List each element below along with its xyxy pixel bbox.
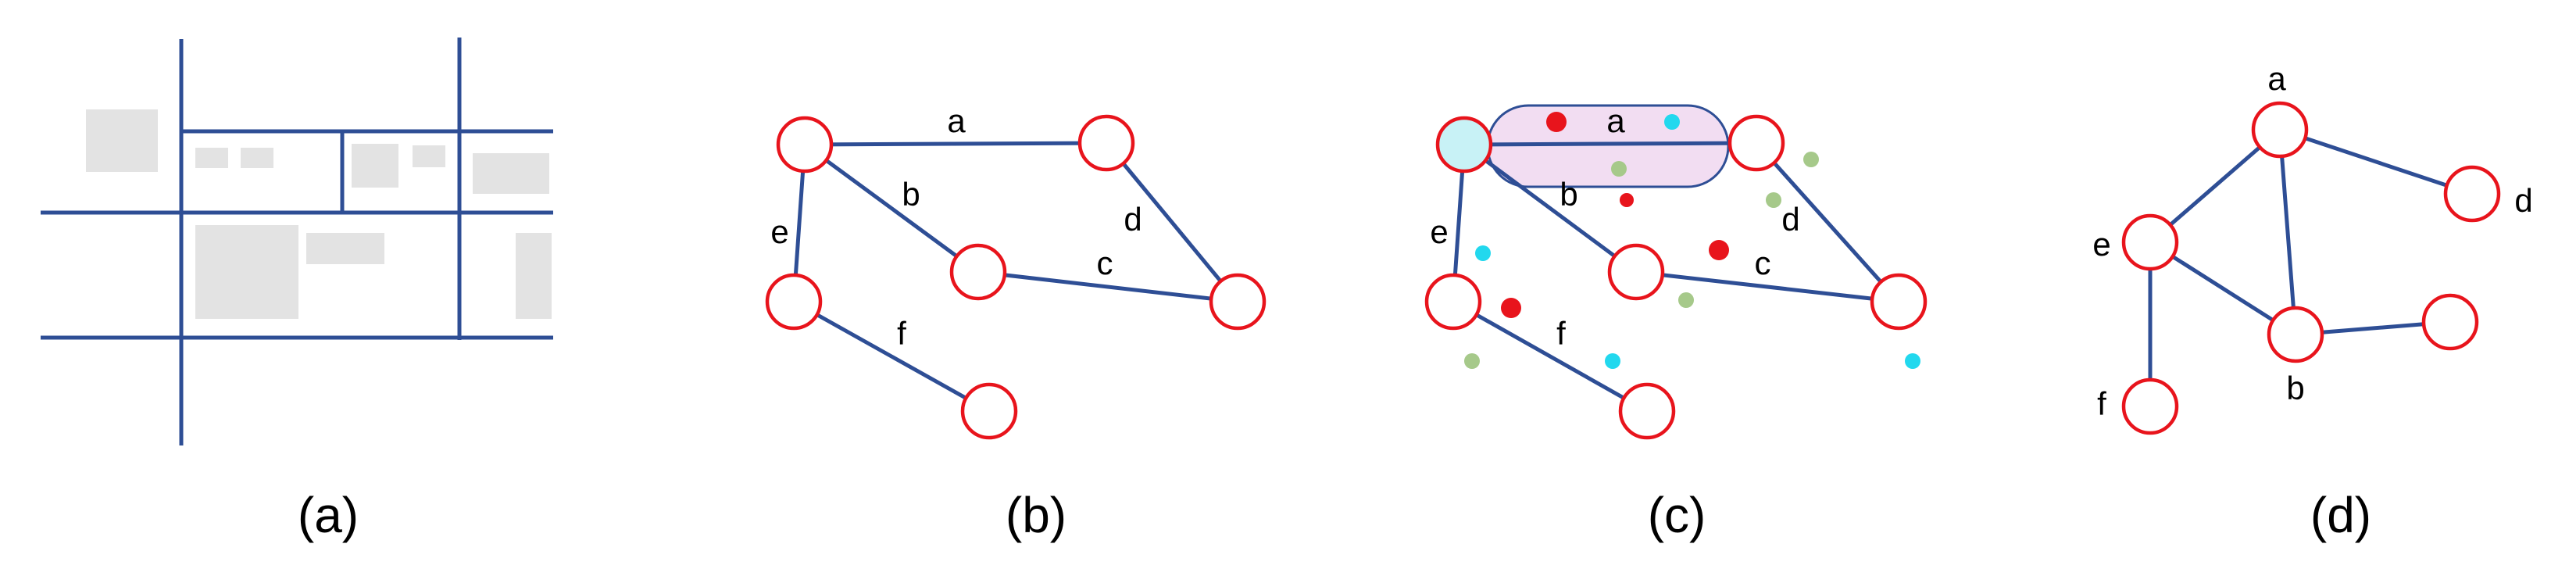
- edge-b: [802, 142, 981, 274]
- edge-label-b: b: [1560, 176, 1577, 213]
- graph-node: [2421, 293, 2479, 351]
- edge-b: [1462, 142, 1638, 274]
- graph-node: [1209, 273, 1267, 331]
- building-block: [241, 148, 273, 168]
- edge-label-d: d: [1781, 201, 1799, 238]
- cyan-point: [1664, 114, 1680, 130]
- caption-a: (a): [298, 487, 359, 543]
- edge-label-c: c: [1097, 245, 1113, 281]
- graph-node: [776, 116, 834, 174]
- red-point: [1501, 298, 1521, 318]
- edge-label-e: e: [770, 213, 788, 250]
- graph-node: [1727, 114, 1785, 172]
- edge-label-c: c: [1755, 245, 1771, 281]
- panel-a-road-map: [41, 38, 553, 445]
- caption-c: (c): [1648, 487, 1706, 543]
- panel-d-graph: a d e b f: [2092, 60, 2533, 435]
- building-block: [352, 144, 398, 188]
- red-point: [1620, 193, 1634, 207]
- panel-b-graph: a b c d e f: [765, 102, 1267, 440]
- edge-label-f: f: [1556, 315, 1566, 352]
- edge: [2148, 127, 2282, 245]
- cyan-point: [1905, 353, 1920, 369]
- green-point: [1803, 152, 1819, 167]
- building-block: [413, 145, 445, 167]
- edge: [2278, 127, 2474, 196]
- building-block: [516, 233, 552, 319]
- edge-label-b: b: [902, 176, 920, 213]
- node-label-b: b: [2286, 370, 2304, 406]
- node-label-a: a: [2267, 60, 2286, 97]
- node-label-d: d: [2514, 182, 2532, 219]
- edge: [2278, 127, 2298, 337]
- edge-f: [791, 299, 991, 413]
- building-block: [306, 233, 384, 264]
- red-point: [1709, 240, 1729, 260]
- edge-d: [1754, 141, 1901, 304]
- cyan-point: [1605, 353, 1620, 369]
- edge-a: [1462, 141, 1759, 147]
- building-block: [473, 153, 549, 194]
- edge-label-a: a: [1606, 102, 1625, 139]
- graph-node-d: [2443, 165, 2501, 223]
- green-point: [1611, 161, 1627, 177]
- red-point: [1546, 112, 1567, 132]
- green-point: [1464, 353, 1480, 369]
- cyan-point: [1475, 245, 1491, 261]
- graph-node: [949, 243, 1007, 301]
- caption-b: (b): [1006, 487, 1066, 543]
- building-block: [195, 148, 228, 168]
- graph-node-f: [2121, 377, 2179, 435]
- edge-f: [1451, 299, 1649, 413]
- building-block: [195, 225, 298, 319]
- edge-a: [802, 141, 1109, 147]
- graph-node: [960, 382, 1018, 440]
- graph-node: [1077, 114, 1135, 172]
- edge-d: [1104, 141, 1240, 304]
- edge-c: [976, 270, 1240, 304]
- building-block: [86, 109, 158, 172]
- graph-node: [1424, 273, 1482, 331]
- graph-node: [1870, 273, 1928, 331]
- edge-label-a: a: [947, 102, 966, 139]
- graph-node-selected: [1435, 116, 1493, 174]
- graph-node-a: [2251, 101, 2309, 159]
- caption-d: (d): [2310, 487, 2371, 543]
- node-label-e: e: [2092, 226, 2110, 263]
- graph-node: [1618, 382, 1676, 440]
- green-point: [1766, 192, 1781, 208]
- edge-c: [1634, 270, 1901, 304]
- graph-node: [1607, 243, 1665, 301]
- edge-label-e: e: [1430, 213, 1448, 250]
- edge-label-f: f: [897, 315, 906, 352]
- green-point: [1678, 292, 1694, 308]
- panel-c-graph: a b c d e f: [1424, 102, 1928, 440]
- edge-label-d: d: [1124, 201, 1142, 238]
- node-label-f: f: [2097, 385, 2106, 422]
- graph-node-b: [2267, 306, 2324, 363]
- edge: [2148, 240, 2298, 337]
- graph-node-e: [2121, 213, 2179, 271]
- graph-node: [765, 273, 823, 331]
